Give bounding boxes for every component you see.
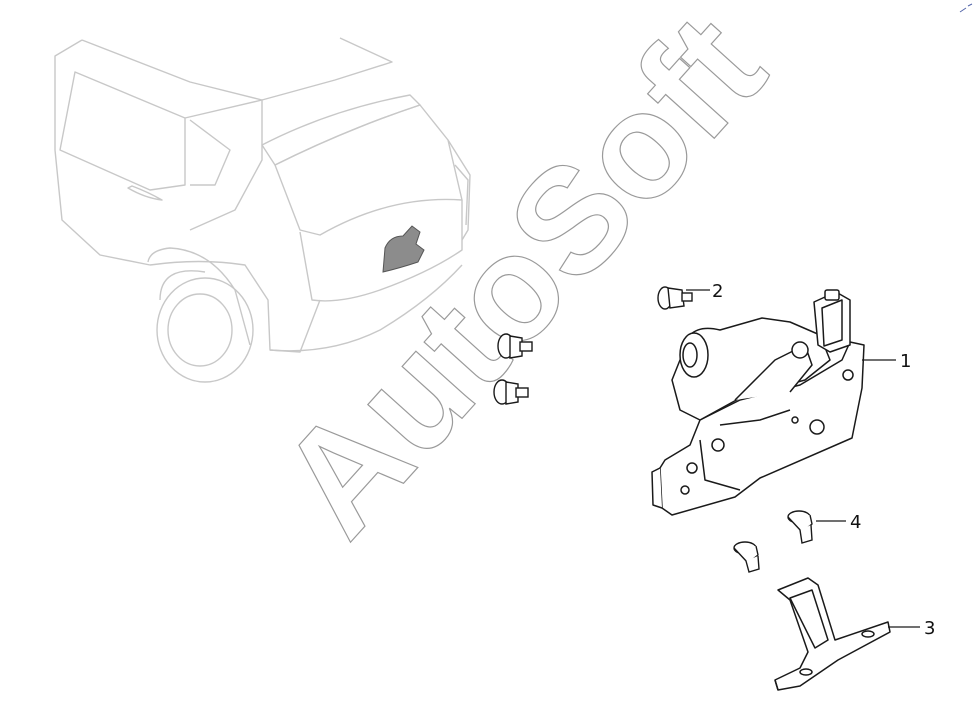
- callout-label-1: 1: [900, 351, 911, 372]
- vehicle-latch-highlight: [382, 225, 425, 273]
- bolt-mid-1: [497, 333, 533, 359]
- corner-mark-icon: [959, 3, 973, 13]
- latch-assembly: [651, 289, 865, 516]
- screw-lower: [733, 541, 760, 573]
- vehicle-outline: [54, 37, 471, 383]
- callout-label-3: 3: [924, 618, 935, 639]
- callout-label-4: 4: [850, 512, 861, 533]
- striker: [774, 577, 891, 691]
- bolt-group: [493, 286, 693, 405]
- screw-upper: [787, 510, 813, 544]
- bolt-top: [657, 286, 693, 310]
- screw-group: [733, 510, 813, 573]
- bolt-mid-2: [493, 379, 529, 405]
- callout-label-2: 2: [712, 281, 723, 302]
